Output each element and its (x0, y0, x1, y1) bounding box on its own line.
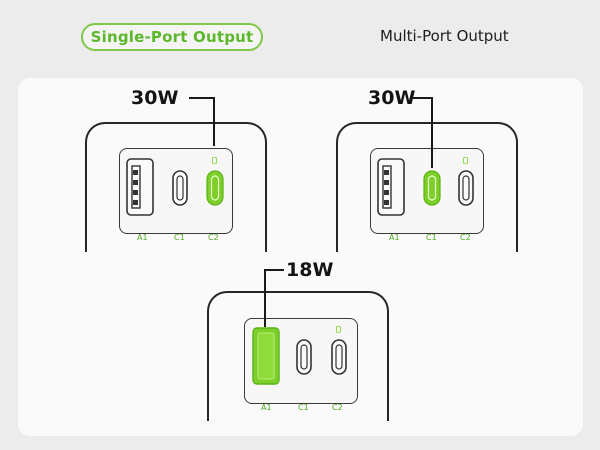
usb-c-port-active-icon (423, 170, 441, 206)
wattage-label-3: 18W (286, 259, 334, 281)
port-label-a1: A1 (261, 403, 272, 412)
leader-line-2-vertical (431, 97, 433, 168)
tab-single-port-label: Single-Port Output (90, 28, 254, 46)
leader-line-1-vertical (213, 97, 215, 146)
leader-line-3 (264, 269, 284, 271)
tab-single-port-output[interactable]: Single-Port Output (81, 23, 263, 51)
leader-line-3-vertical (264, 269, 266, 327)
usb-a-port-icon (126, 158, 154, 216)
port-label-c2: C2 (208, 233, 219, 242)
leader-line-1 (189, 97, 215, 99)
wattage-label-2: 30W (368, 87, 416, 109)
port-label-c1: C1 (298, 403, 309, 412)
usb-a-port-icon (377, 158, 405, 216)
tab-multi-port-output[interactable]: Multi-Port Output (380, 27, 509, 45)
port-label-a1: A1 (137, 233, 148, 242)
usb-c-port-icon (296, 339, 312, 375)
led-indicator-icon (336, 326, 341, 333)
usb-c-port-icon (172, 170, 188, 206)
led-indicator-icon (212, 157, 217, 164)
port-label-c2: C2 (332, 403, 343, 412)
port-label-c2: C2 (460, 233, 471, 242)
leader-line-2 (412, 97, 433, 99)
usb-c-port-icon (458, 170, 474, 206)
usb-c-port-active-icon (206, 170, 224, 206)
usb-c-port-icon (331, 339, 347, 375)
port-label-c1: C1 (426, 233, 437, 242)
led-indicator-icon (463, 157, 468, 164)
usb-a-port-active-icon (252, 327, 280, 385)
wattage-label-1: 30W (131, 87, 179, 109)
port-label-a1: A1 (389, 233, 400, 242)
port-label-c1: C1 (174, 233, 185, 242)
